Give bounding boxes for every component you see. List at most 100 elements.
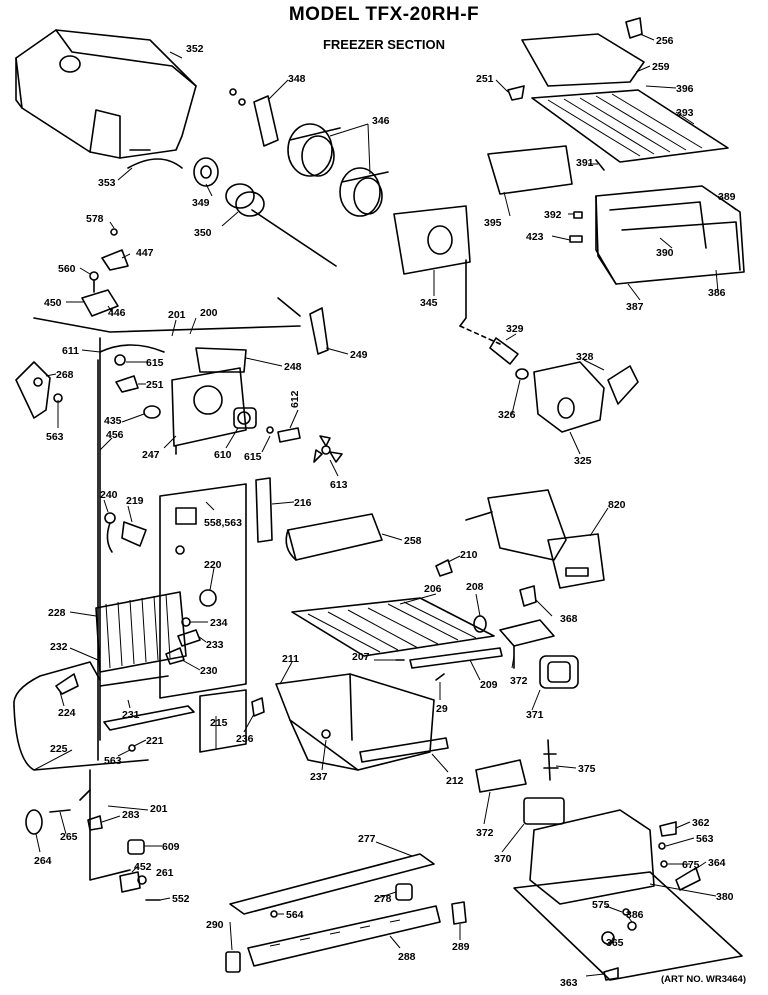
callout-228: 228 xyxy=(48,607,66,619)
ice-bin-211-shape xyxy=(275,673,449,771)
callout-387: 387 xyxy=(626,301,644,313)
channel-216-shape xyxy=(255,477,273,543)
callout-613: 613 xyxy=(330,479,348,491)
thermostat-240-shape xyxy=(104,512,116,553)
callout-563b: 563 xyxy=(104,755,122,767)
callout-215: 215 xyxy=(210,717,228,729)
pin-251-shape xyxy=(507,85,525,101)
callout-362: 362 xyxy=(692,817,710,829)
callout-261: 261 xyxy=(156,867,174,879)
callout-345: 345 xyxy=(420,297,438,309)
callout-248: 248 xyxy=(284,361,302,373)
callout-380: 380 xyxy=(716,891,734,903)
shelf-206-shape xyxy=(291,597,495,657)
screw-615-shape xyxy=(266,426,274,434)
callout-201a: 201 xyxy=(168,309,186,321)
callout-435: 435 xyxy=(104,415,122,427)
callout-29: 29 xyxy=(436,703,448,715)
clip-256-shape xyxy=(625,17,643,39)
part-283-shape xyxy=(87,815,103,831)
screw-563-shape xyxy=(658,842,666,850)
callout-675: 675 xyxy=(682,859,700,871)
callout-329: 329 xyxy=(506,323,524,335)
callout-237: 237 xyxy=(310,771,328,783)
fan-motor-610-shape xyxy=(233,407,257,429)
callout-219: 219 xyxy=(126,495,144,507)
screw-391-shape xyxy=(595,159,605,171)
cover-372b-shape xyxy=(475,759,527,793)
callout-346: 346 xyxy=(372,115,390,127)
callout-328: 328 xyxy=(576,351,594,363)
part-278-shape xyxy=(395,883,413,901)
callout-259: 259 xyxy=(652,61,670,73)
part-368-shape xyxy=(519,585,537,607)
part-233-shape xyxy=(177,629,201,647)
cover-372a-shape xyxy=(499,619,555,647)
part-371-shape xyxy=(539,655,579,689)
part-370-shape xyxy=(523,797,565,825)
callout-390: 390 xyxy=(656,247,674,259)
callout-446: 446 xyxy=(108,307,126,319)
callout-615b: 615 xyxy=(244,451,262,463)
auger-rod-350-shape xyxy=(225,183,337,267)
callout-236: 236 xyxy=(236,733,254,745)
callout-368: 368 xyxy=(560,613,578,625)
coupling-349-shape xyxy=(193,157,219,187)
callout-232: 232 xyxy=(50,641,68,653)
callout-325: 325 xyxy=(574,455,592,467)
callout-375: 375 xyxy=(578,763,596,775)
callout-211: 211 xyxy=(282,653,299,665)
bail-353-shape xyxy=(127,158,183,169)
callout-396: 396 xyxy=(676,83,694,95)
callout-225: 225 xyxy=(50,743,68,755)
callout-labels: 352 348 346 353 349 350 345 256 259 251 … xyxy=(34,35,736,989)
callout-268: 268 xyxy=(56,369,74,381)
auger-346-shape xyxy=(287,123,389,217)
callout-224: 224 xyxy=(58,707,76,719)
part-230-shape xyxy=(165,647,185,665)
callout-578: 578 xyxy=(86,213,104,225)
callout-277: 277 xyxy=(358,833,376,845)
callout-201b: 201 xyxy=(150,803,168,815)
part-290-shape xyxy=(225,951,241,973)
callout-283: 283 xyxy=(122,809,140,821)
callout-363: 363 xyxy=(560,977,578,989)
callout-264: 264 xyxy=(34,855,52,867)
part-219-shape xyxy=(121,521,147,547)
knob-615-shape xyxy=(114,354,126,366)
art-number: (ART NO. WR3464) xyxy=(661,974,746,985)
callout-240: 240 xyxy=(100,489,118,501)
hardware-447-shape xyxy=(81,228,129,317)
part-236-shape xyxy=(251,697,265,717)
callout-221: 221 xyxy=(146,735,164,747)
callout-610: 610 xyxy=(214,449,232,461)
callout-609: 609 xyxy=(162,841,180,853)
bar-277-shape xyxy=(229,853,435,915)
callout-256: 256 xyxy=(656,35,674,47)
callout-563a: 563 xyxy=(46,431,64,443)
callout-371: 371 xyxy=(526,709,544,721)
callout-392: 392 xyxy=(544,209,562,221)
callout-353: 353 xyxy=(98,177,116,189)
callout-326: 326 xyxy=(498,409,516,421)
part-452-shape xyxy=(119,871,141,893)
drive-325-shape xyxy=(489,337,639,433)
callout-220: 220 xyxy=(204,559,222,571)
part-215-shape xyxy=(199,689,247,753)
diagram-subtitle: FREEZER SECTION xyxy=(322,37,446,52)
callout-350: 350 xyxy=(194,227,212,239)
evaporator-228-shape xyxy=(95,591,187,673)
callout-372b: 372 xyxy=(476,827,494,839)
icemaker-820-shape xyxy=(465,489,605,589)
callout-564: 564 xyxy=(286,909,304,921)
callout-206: 206 xyxy=(424,583,442,595)
callout-247: 247 xyxy=(142,449,160,461)
callout-386a: 386 xyxy=(708,287,726,299)
callout-348: 348 xyxy=(288,73,306,85)
callout-290: 290 xyxy=(206,919,224,931)
duct-258-shape xyxy=(285,513,383,561)
callout-364: 364 xyxy=(708,857,726,869)
callout-209: 209 xyxy=(480,679,498,691)
callout-349: 349 xyxy=(192,197,210,209)
callout-251a: 251 xyxy=(476,73,494,85)
